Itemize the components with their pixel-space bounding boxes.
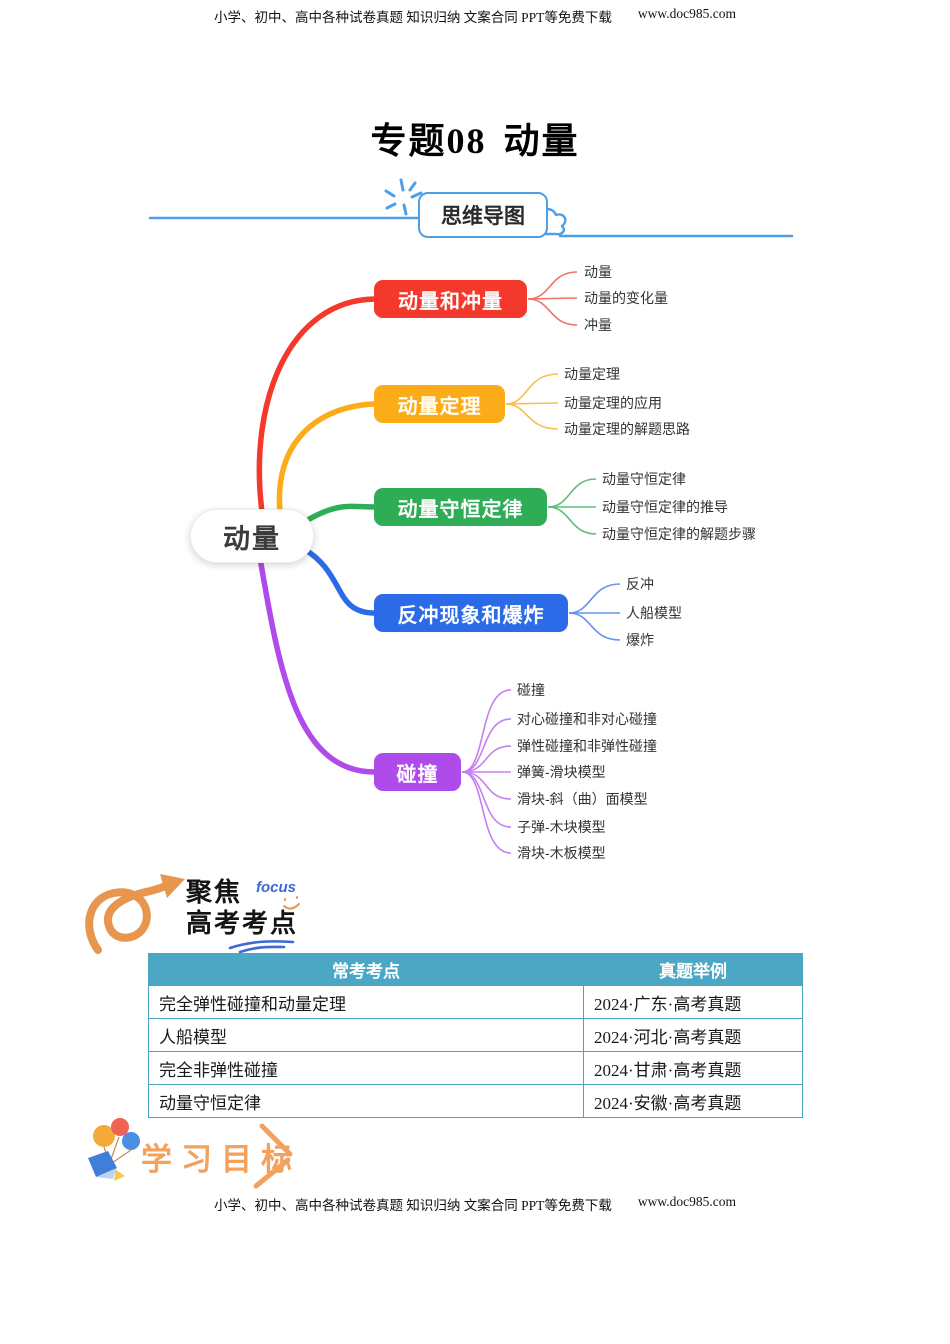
node-label: 动量定理 [397,395,482,418]
branch-curve-recoil [301,546,378,616]
mindmap-leaf[interactable]: 动量守恒定律的解题步骤 [602,526,756,542]
node-label: 碰撞 [396,763,439,786]
focus-tag: focus [256,879,297,896]
footer-text: 小学、初中、高中各种试卷真题 知识归纳 文案合同 PPT等免费下载 [214,1198,612,1213]
mindmap-section-label: 思维导图 [441,205,525,228]
mindmap-root-label: 动量 [223,523,281,554]
node-label: 反冲现象和爆炸 [397,604,545,627]
mindmap-node-conservation[interactable]: 动量守恒定律 [374,488,547,526]
table-row: 动量守恒定律 2024·安徽·高考真题 [148,1084,803,1118]
mindmap-leaf[interactable]: 碰撞 [517,682,545,698]
leaf-connectors-momentum-theorem [505,373,559,430]
leaf-connectors-collision [461,689,512,854]
swirl-arrow-icon [85,874,185,954]
table-header-row: 常考考点 真题举例 [148,953,803,986]
page-footer: 小学、初中、高中各种试卷真题 知识归纳 文案合同 PPT等免费下载 www.do… [0,1194,950,1214]
focus-title-line2: 高考考点 [186,908,299,938]
table-row: 人船模型 2024·河北·高考真题 [148,1018,803,1052]
topic-cell: 完全非弹性碰撞 [148,1051,584,1085]
chevron-right-icon [253,1123,293,1189]
leaf-connectors-momentum-impulse [527,271,578,326]
branch-curve-conservation [303,503,378,524]
leaf-connectors-conservation [547,478,597,535]
table-row: 完全弹性碰撞和动量定理 2024·广东·高考真题 [148,985,803,1019]
topic-cell: 完全弹性碰撞和动量定理 [148,985,584,1019]
smiley-icon [283,896,300,910]
balloons-icon [88,1118,140,1181]
node-label: 动量和冲量 [398,290,503,313]
mindmap-leaf[interactable]: 对心碰撞和非对心碰撞 [517,711,657,727]
mindmap-leaf[interactable]: 动量定理 [564,366,620,382]
mindmap-leaf[interactable]: 冲量 [584,317,612,333]
mindmap-section-box: 思维导图 [418,192,548,238]
mindmap-leaf[interactable]: 动量定理的应用 [564,395,662,411]
page-header: 小学、初中、高中各种试卷真题 知识归纳 文案合同 PPT等免费下载 www.do… [0,6,950,26]
mindmap-leaf[interactable]: 动量守恒定律 [602,471,686,487]
header-text: 小学、初中、高中各种试卷真题 知识归纳 文案合同 PPT等免费下载 [214,10,612,25]
node-label: 动量守恒定律 [397,498,524,521]
example-cell: 2024·甘肃·高考真题 [583,1051,803,1085]
col-header-examples: 真题举例 [583,953,803,986]
mindmap-leaf[interactable]: 弹簧-滑块模型 [517,764,606,780]
mindmap-node-collision[interactable]: 碰撞 [374,753,461,791]
mindmap-leaf[interactable]: 滑块-木板模型 [517,845,606,861]
page-title: 专题08 动量 [370,121,580,161]
example-cell: 2024·河北·高考真题 [583,1018,803,1052]
topic-cell: 动量守恒定律 [148,1084,584,1118]
section-divider-lines [148,216,794,238]
mindmap-root-node[interactable]: 动量 [190,509,314,563]
col-header-topics: 常考考点 [148,953,584,986]
footer-url-link[interactable]: www.doc985.com [637,1194,736,1209]
leaf-connectors-recoil [568,583,621,641]
mindmap-leaf[interactable]: 子弹-木块模型 [517,819,606,835]
example-cell: 2024·广东·高考真题 [583,985,803,1019]
branch-curve-momentum-theorem [276,401,378,514]
focus-title-line1: 聚焦 [186,877,243,907]
mindmap-node-momentum-impulse[interactable]: 动量和冲量 [374,280,527,318]
mindmap-node-recoil[interactable]: 反冲现象和爆炸 [374,594,568,632]
mindmap-leaf[interactable]: 人船模型 [626,605,682,621]
mindmap-leaf[interactable]: 动量 [584,264,612,280]
example-cell: 2024·安徽·高考真题 [583,1084,803,1118]
scribble-underline-icon [228,940,295,954]
branch-curve-collision [257,555,378,775]
mindmap-node-momentum-theorem[interactable]: 动量定理 [374,385,505,423]
mindmap-leaf[interactable]: 爆炸 [626,632,654,648]
mindmap-leaf[interactable]: 滑块-斜（曲）面模型 [517,791,648,807]
header-url-link[interactable]: www.doc985.com [637,6,736,21]
mindmap-leaf[interactable]: 动量的变化量 [584,290,668,306]
sparkle-icon [384,178,423,216]
table-row: 完全非弹性碰撞 2024·甘肃·高考真题 [148,1051,803,1085]
mindmap-leaf[interactable]: 弹性碰撞和非弹性碰撞 [517,738,657,754]
mindmap-leaf[interactable]: 动量定理的解题思路 [564,421,690,437]
topic-cell: 人船模型 [148,1018,584,1052]
branch-curve-momentum-impulse [256,296,378,515]
goals-title: 学习目标 [141,1142,301,1177]
exam-points-table: 常考考点 真题举例 完全弹性碰撞和动量定理 2024·广东·高考真题 人船模型 … [148,953,803,1118]
exam-points-table-wrap: 常考考点 真题举例 完全弹性碰撞和动量定理 2024·广东·高考真题 人船模型 … [148,953,803,1118]
mindmap-leaf[interactable]: 动量守恒定律的推导 [602,499,728,515]
mindmap-leaf[interactable]: 反冲 [626,576,654,592]
